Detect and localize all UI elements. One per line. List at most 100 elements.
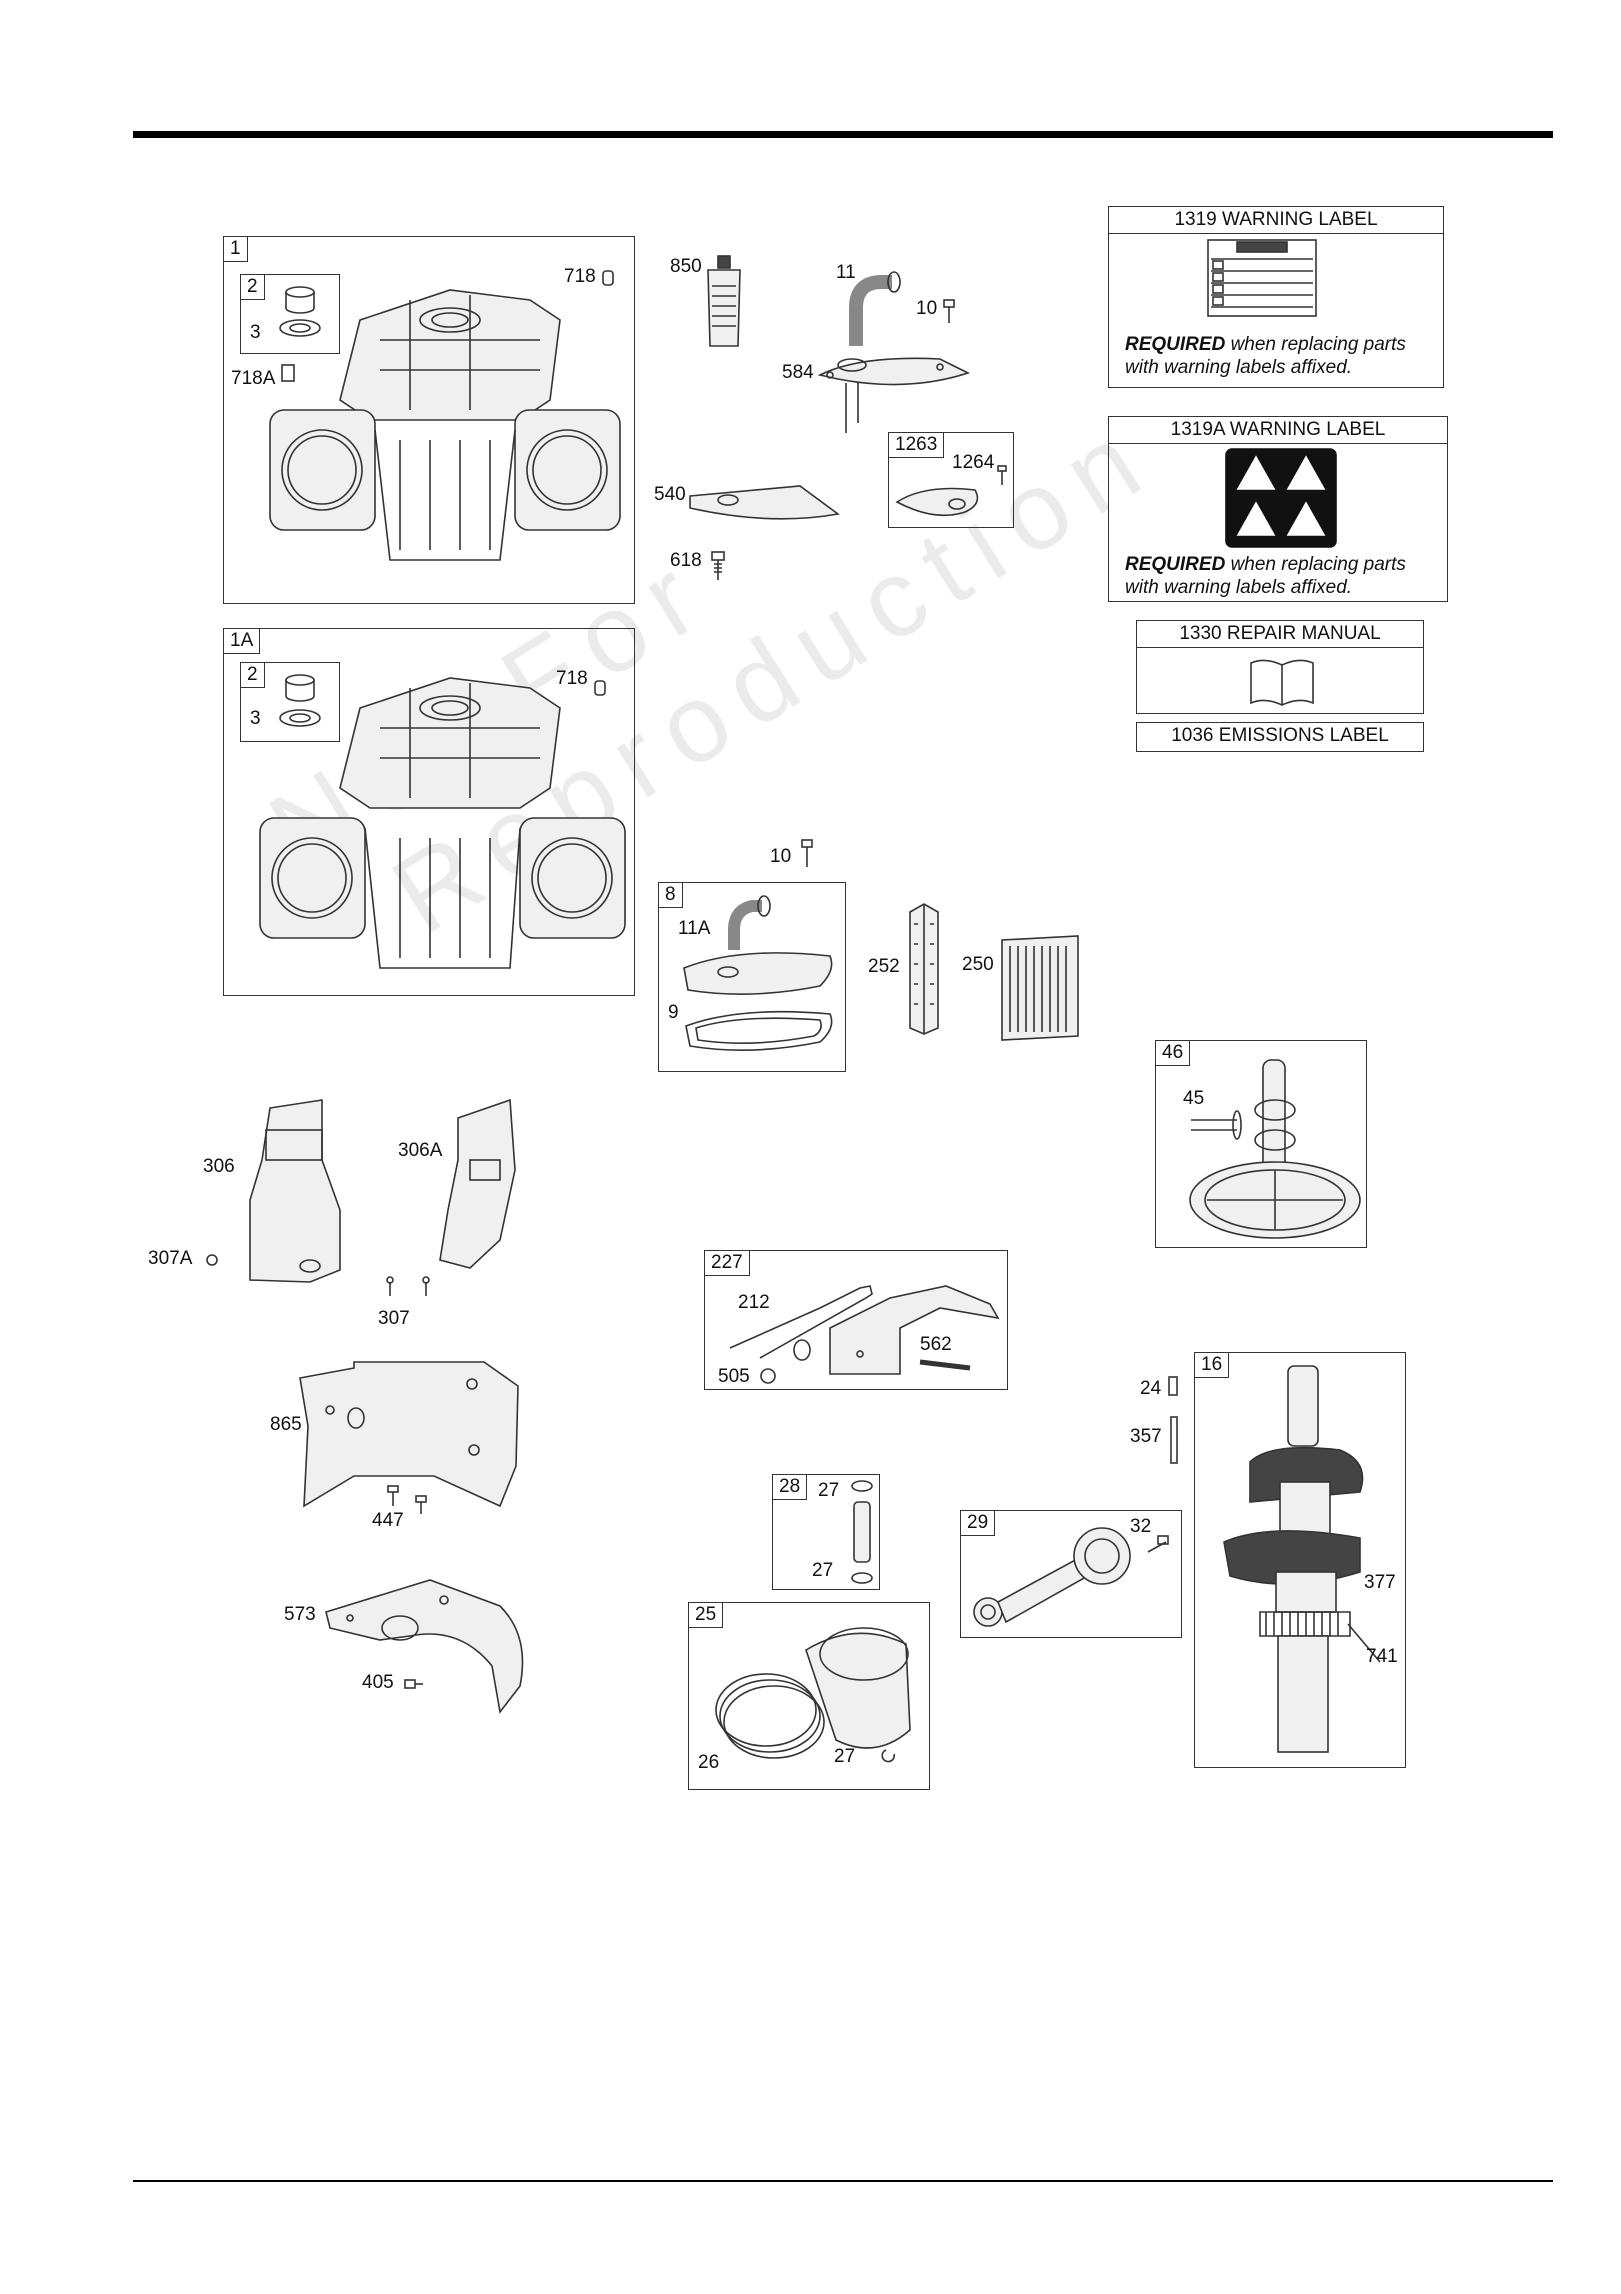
box-tag-1: 1 xyxy=(224,237,248,262)
part-573: 573 xyxy=(284,1604,316,1625)
warning-label-1319-title: 1319 WARNING LABEL xyxy=(1109,207,1443,234)
part-718-upper: 718 xyxy=(564,266,596,287)
box-tag-1263: 1263 xyxy=(889,433,945,458)
piston-rings-icon xyxy=(715,1627,911,1763)
part-718a: 718A xyxy=(231,368,276,389)
part-box-2-upper[interactable]: 2 xyxy=(240,274,340,354)
part-box-1[interactable]: 1 xyxy=(223,236,635,604)
part-11a: 11A xyxy=(678,918,711,939)
part-27-bottom: 27 xyxy=(812,1560,834,1581)
part-box-29[interactable]: 29 xyxy=(960,1510,1182,1638)
repair-manual-title: 1330 REPAIR MANUAL xyxy=(1137,621,1423,648)
part-377: 377 xyxy=(1364,1572,1396,1593)
part-357: 357 xyxy=(1130,1426,1162,1447)
bolt-icon-618 xyxy=(711,551,725,580)
part-box-16[interactable]: 16 xyxy=(1194,1352,1406,1768)
top-rule xyxy=(133,131,1553,138)
box-tag-1a: 1A xyxy=(224,629,261,654)
part-26: 26 xyxy=(698,1752,720,1773)
repair-manual-box[interactable]: 1330 REPAIR MANUAL xyxy=(1136,620,1424,714)
part-box-1263[interactable]: 1263 xyxy=(888,432,1014,528)
warning-label-1319a-note: REQUIRED when replacing parts with warni… xyxy=(1125,553,1406,599)
dowel-icon-lower xyxy=(594,680,606,696)
part-box-2-lower[interactable]: 2 xyxy=(240,662,340,742)
part-box-227[interactable]: 227 xyxy=(704,1250,1008,1390)
warning-sticker-icon xyxy=(1207,239,1317,317)
breather-tube-icon xyxy=(849,271,901,346)
box-tag-29: 29 xyxy=(961,1511,996,1536)
crankcase-illustration xyxy=(269,286,621,561)
box-tag-2-upper: 2 xyxy=(241,275,265,300)
connecting-rod-icon xyxy=(973,1527,1169,1627)
piston-pin-icon xyxy=(851,1480,873,1584)
part-252: 252 xyxy=(868,956,900,977)
warning-label-1319a-note-line2: with warning labels affixed. xyxy=(1125,577,1353,598)
part-27-piston: 27 xyxy=(834,1746,856,1767)
shield-plate-865-icon xyxy=(299,1361,519,1508)
part-24: 24 xyxy=(1140,1378,1162,1399)
part-306a: 306A xyxy=(398,1140,443,1161)
part-562: 562 xyxy=(920,1334,952,1355)
warning-label-1319a-note-rest: when replacing parts xyxy=(1225,554,1406,575)
part-307a: 307A xyxy=(148,1248,193,1269)
warning-label-1319-box[interactable]: 1319 WARNING LABEL REQUIRED when replaci… xyxy=(1108,206,1444,388)
tab-plate-icon xyxy=(895,487,979,517)
part-45: 45 xyxy=(1183,1088,1205,1109)
part-505: 505 xyxy=(718,1366,750,1387)
emissions-label-box[interactable]: 1036 EMISSIONS LABEL xyxy=(1136,722,1424,752)
warning-label-1319a-box[interactable]: 1319A WARNING LABEL REQUIRED when replac… xyxy=(1108,416,1448,602)
filter-element-252-icon xyxy=(909,903,939,1035)
filter-screen-250-icon xyxy=(1001,935,1079,1041)
part-32: 32 xyxy=(1130,1516,1152,1537)
part-306: 306 xyxy=(203,1156,235,1177)
part-box-28[interactable]: 28 xyxy=(772,1474,880,1590)
breather-assembly-icon xyxy=(683,895,833,1051)
dowel-icon xyxy=(602,270,614,286)
part-584: 584 xyxy=(782,362,814,383)
part-box-25[interactable]: 25 xyxy=(688,1602,930,1790)
part-865: 865 xyxy=(270,1414,302,1435)
part-618: 618 xyxy=(670,550,702,571)
part-850: 850 xyxy=(670,256,702,277)
breather-plate-icon xyxy=(817,357,971,433)
warning-label-1319a-required: REQUIRED xyxy=(1125,554,1226,575)
box-tag-8: 8 xyxy=(659,883,683,908)
part-9: 9 xyxy=(668,1002,679,1023)
part-box-46[interactable]: 46 xyxy=(1155,1040,1367,1248)
part-3-upper: 3 xyxy=(250,322,261,343)
hazard-symbols-icon xyxy=(1225,448,1337,548)
emissions-label-title: 1036 EMISSIONS LABEL xyxy=(1171,725,1389,746)
box-tag-25: 25 xyxy=(689,1603,724,1628)
screw-icon-1264 xyxy=(997,465,1007,485)
part-307: 307 xyxy=(378,1308,410,1329)
gasket-540-icon xyxy=(689,485,840,520)
pin-icon-357 xyxy=(1170,1416,1178,1464)
part-box-8[interactable]: 8 xyxy=(658,882,846,1072)
camshaft-icon xyxy=(1189,1059,1361,1239)
warning-label-1319-note: REQUIRED when replacing parts with warni… xyxy=(1125,333,1406,379)
part-27-top: 27 xyxy=(818,1480,840,1501)
screw-icon-405 xyxy=(404,1679,423,1689)
box-tag-46: 46 xyxy=(1156,1041,1191,1066)
part-540: 540 xyxy=(654,484,686,505)
part-3-lower: 3 xyxy=(250,708,261,729)
crankshaft-icon xyxy=(1223,1365,1381,1753)
cylinder-shrouds-icon xyxy=(206,1098,516,1296)
part-212: 212 xyxy=(738,1292,770,1313)
governor-linkage-icon xyxy=(729,1285,1000,1384)
book-icon xyxy=(1250,659,1314,706)
part-box-1a[interactable]: 1A xyxy=(223,628,635,996)
warning-label-1319-required: REQUIRED xyxy=(1125,334,1226,355)
warning-label-1319-note-line2: with warning labels affixed. xyxy=(1125,357,1353,378)
part-10-lower: 10 xyxy=(770,846,792,867)
part-11: 11 xyxy=(836,262,856,283)
part-741: 741 xyxy=(1366,1646,1398,1667)
bracket-573-icon xyxy=(325,1579,524,1714)
part-10-upper: 10 xyxy=(916,298,938,319)
warning-label-1319a-title: 1319A WARNING LABEL xyxy=(1109,417,1447,444)
screw-icon-447 xyxy=(387,1485,427,1514)
part-250: 250 xyxy=(962,954,994,975)
box-tag-16: 16 xyxy=(1195,1353,1230,1378)
bolt-icon-10-upper xyxy=(943,299,955,323)
part-1264: 1264 xyxy=(952,452,995,473)
